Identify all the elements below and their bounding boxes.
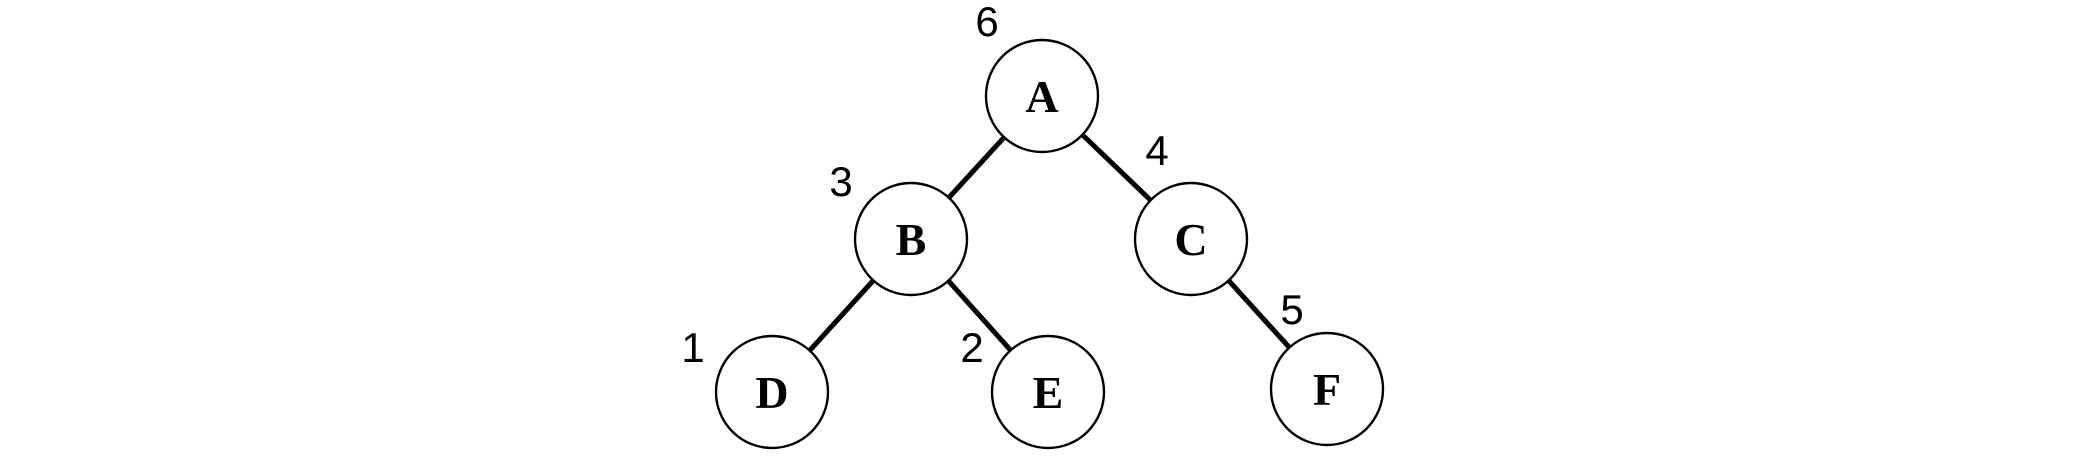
order-label-E: 2 bbox=[960, 324, 983, 371]
order-label-D: 1 bbox=[681, 324, 704, 371]
tree-node-D: D bbox=[714, 334, 830, 450]
tree-node-circle-B bbox=[853, 181, 969, 297]
tree-node-E: E bbox=[990, 334, 1106, 450]
tree-node-label-E: E bbox=[1033, 367, 1064, 418]
order-label-C: 4 bbox=[1145, 127, 1168, 174]
tree-node-B: B bbox=[853, 181, 969, 297]
tree-node-F: F bbox=[1269, 331, 1385, 447]
tree-node-circle-A bbox=[984, 38, 1100, 154]
order-label-F: 5 bbox=[1280, 286, 1303, 333]
order-labels-layer: 6 3 4 1 2 5 bbox=[681, 0, 1303, 371]
tree-node-circle-F bbox=[1269, 331, 1385, 447]
tree-node-C: C bbox=[1133, 181, 1249, 297]
order-label-A: 6 bbox=[975, 0, 998, 45]
tree-node-A: A bbox=[984, 38, 1100, 154]
tree-node-label-D: D bbox=[755, 367, 788, 418]
tree-node-circle-E bbox=[990, 334, 1106, 450]
tree-node-label-A: A bbox=[1025, 71, 1058, 122]
tree-node-circle-D bbox=[714, 334, 830, 450]
order-label-B: 3 bbox=[829, 158, 852, 205]
tree-node-circle-C bbox=[1133, 181, 1249, 297]
tree-nodes-layer: A B C D E F bbox=[714, 38, 1385, 450]
tree-node-label-F: F bbox=[1313, 364, 1341, 415]
tree-node-label-C: C bbox=[1174, 214, 1207, 265]
tree-node-label-B: B bbox=[896, 214, 927, 265]
